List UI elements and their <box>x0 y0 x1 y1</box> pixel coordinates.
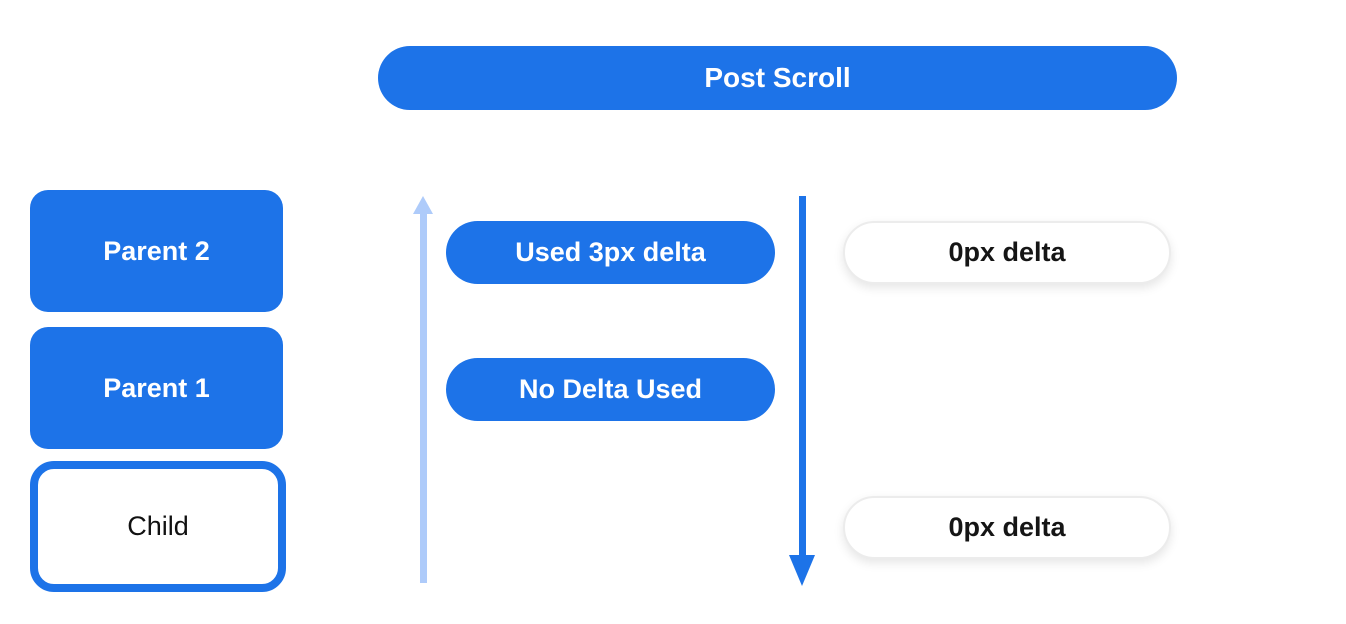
zero-delta-pill-top: 0px delta <box>843 221 1171 284</box>
scroll-down-arrow-shaft <box>799 196 806 557</box>
zero-delta-pill-bottom: 0px delta <box>843 496 1171 559</box>
scroll-up-arrow-icon <box>413 196 433 214</box>
parent-1-box: Parent 1 <box>30 327 283 449</box>
post-scroll-title-pill: Post Scroll <box>378 46 1177 110</box>
used-delta-pill: Used 3px delta <box>446 221 775 284</box>
parent-2-box: Parent 2 <box>30 190 283 312</box>
scroll-down-arrow-icon <box>789 555 815 586</box>
child-box: Child <box>30 461 286 592</box>
no-delta-used-pill: No Delta Used <box>446 358 775 421</box>
scroll-up-arrow-shaft <box>420 213 427 583</box>
